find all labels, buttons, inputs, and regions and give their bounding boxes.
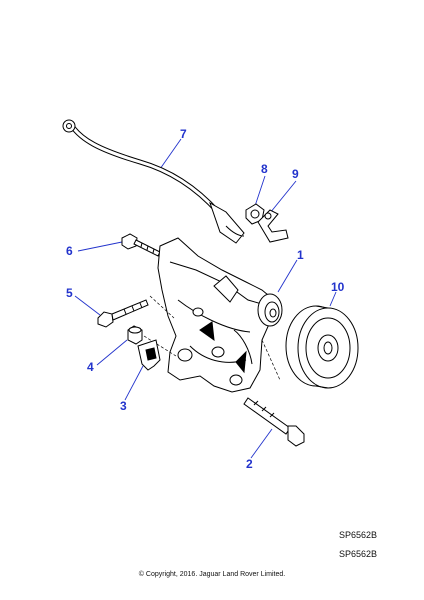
spacer-4 xyxy=(127,325,143,345)
leader-lines xyxy=(74,138,337,459)
leader-4 xyxy=(96,339,128,366)
leader-2 xyxy=(250,428,273,459)
callout-6[interactable]: 6 xyxy=(66,244,73,258)
callout-7[interactable]: 7 xyxy=(180,127,187,141)
cable-strap xyxy=(62,119,245,244)
leader-9 xyxy=(269,180,297,214)
leader-7 xyxy=(159,138,182,170)
leader-6 xyxy=(77,241,123,252)
leader-3 xyxy=(124,365,144,401)
clip-3 xyxy=(137,339,161,371)
bolt-6 xyxy=(121,233,171,265)
drawing-reference: SP6562B xyxy=(339,530,378,540)
callout-10[interactable]: 10 xyxy=(331,280,345,294)
bolt-5 xyxy=(97,299,149,328)
callout-5[interactable]: 5 xyxy=(66,286,73,300)
callout-3[interactable]: 3 xyxy=(120,399,127,413)
callout-1[interactable]: 1 xyxy=(297,248,304,262)
mounting-bracket xyxy=(157,237,283,393)
callout-2[interactable]: 2 xyxy=(246,457,253,471)
leader-5 xyxy=(74,295,101,316)
centerlines xyxy=(143,295,281,381)
copyright-notice: © Copyright, 2016. Jaguar Land Rover Lim… xyxy=(138,571,286,578)
drawing-reference-footer: SP6562B xyxy=(339,549,378,559)
nut-and-clip xyxy=(245,203,289,243)
leader-1 xyxy=(277,259,298,293)
idler-pulley xyxy=(285,305,359,389)
callout-9[interactable]: 9 xyxy=(292,167,299,181)
callout-4[interactable]: 4 xyxy=(87,360,94,374)
leader-8 xyxy=(254,175,266,207)
bolt-2 xyxy=(243,397,305,447)
leader-10 xyxy=(329,291,337,307)
callout-8[interactable]: 8 xyxy=(261,162,268,176)
